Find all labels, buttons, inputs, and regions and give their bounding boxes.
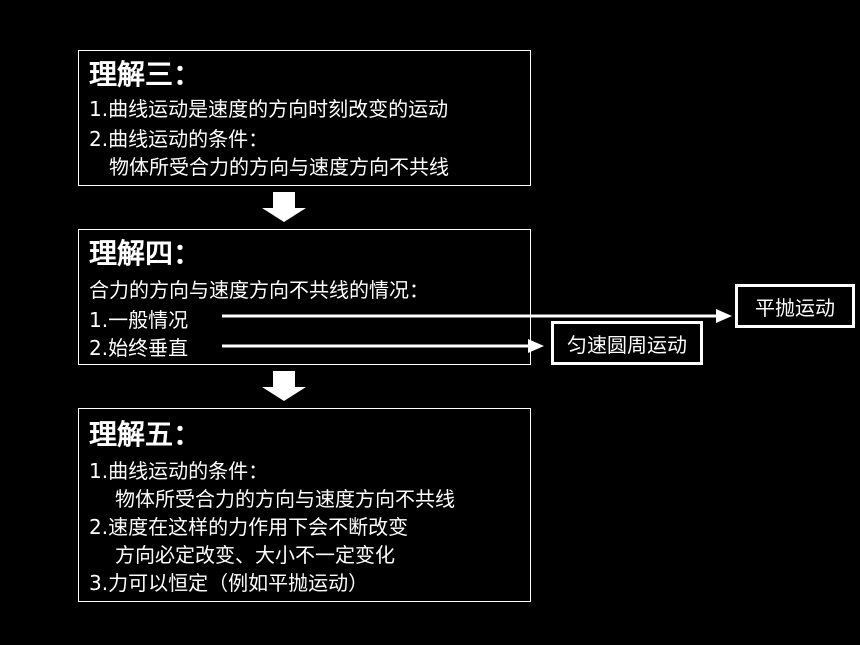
box5-line-5: 3.力可以恒定（例如平抛运动） [89,571,369,595]
box5-line-1: 1.曲线运动的条件： [89,459,269,483]
box3-line-3: 物体所受合力的方向与速度方向不共线 [109,155,449,179]
box-understanding-4: 理解四： 合力的方向与速度方向不共线的情况： 1.一般情况 2.始终垂直 [78,229,531,365]
arrowhead-general-icon [716,309,732,323]
box4-line-3: 2.始终垂直 [89,336,189,360]
down-arrow-icon [262,371,306,401]
box5-title: 理解五： [89,418,202,451]
box4-line-1: 合力的方向与速度方向不共线的情况： [89,278,429,302]
box4-title: 理解四： [89,237,202,270]
box3-line-1: 1.曲线运动是速度的方向时刻改变的运动 [89,97,449,121]
box4-line-2: 1.一般情况 [89,308,189,332]
tag-uniform-circular-motion: 匀速圆周运动 [551,321,703,365]
box-understanding-3: 理解三： 1.曲线运动是速度的方向时刻改变的运动 2.曲线运动的条件： 物体所受… [78,50,531,186]
box5-line-4: 方向必定改变、大小不一定变化 [115,543,395,567]
box-understanding-5: 理解五： 1.曲线运动的条件： 物体所受合力的方向与速度方向不共线 2.速度在这… [78,408,531,602]
box3-title: 理解三： [89,58,202,91]
tag-projectile-motion: 平抛运动 [735,284,855,328]
box5-line-2: 物体所受合力的方向与速度方向不共线 [115,487,455,511]
box3-line-2: 2.曲线运动的条件： [89,127,269,151]
down-arrow-icon [262,192,306,222]
arrowhead-perpendicular-icon [528,339,544,353]
box5-line-3: 2.速度在这样的力作用下会不断改变 [89,515,409,539]
